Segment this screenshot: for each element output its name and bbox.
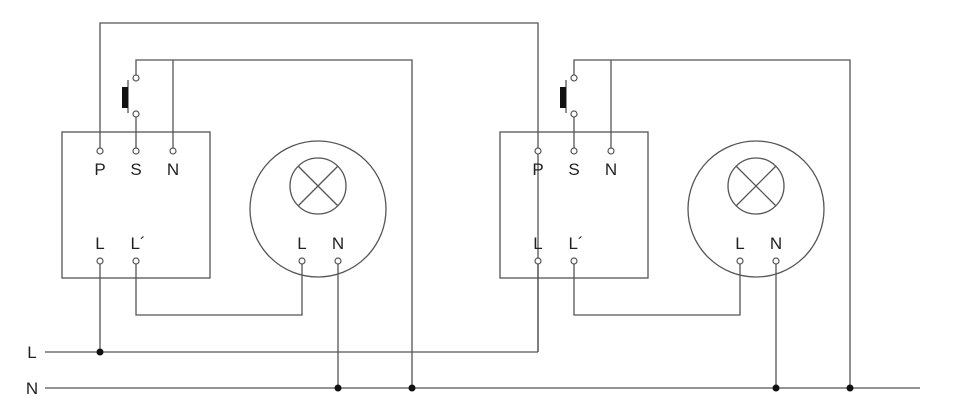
junction-dot [334, 384, 342, 392]
terminal-lout-label: L´ [130, 234, 145, 253]
switch-module-box [499, 131, 649, 279]
terminal [570, 110, 578, 118]
junction-dot [408, 384, 416, 392]
lamp-housing [687, 140, 825, 278]
terminal [534, 147, 542, 155]
push-button-icon [122, 87, 128, 108]
lamp-cross [297, 165, 339, 207]
lout-lamp-wire [573, 261, 741, 316]
terminal [607, 147, 615, 155]
terminal-s-label: S [130, 160, 141, 179]
terminal [772, 257, 780, 265]
terminal [534, 257, 542, 265]
switch-neutral-wire [135, 59, 413, 388]
lamp-icon [289, 157, 347, 215]
lamp-icon [727, 157, 785, 215]
terminal-l-label: L [533, 234, 542, 253]
junction-dot [772, 384, 780, 392]
terminal [96, 147, 104, 155]
terminal [132, 147, 140, 155]
lamp-l-label: L [297, 234, 306, 253]
neutral-rail-label: N [26, 379, 38, 398]
terminal-n-label: N [167, 160, 179, 179]
terminal-lout-label: L´ [568, 234, 583, 253]
terminal [334, 257, 342, 265]
module-1: P S N L L´ L N [61, 59, 416, 392]
lamp-n-label: N [770, 234, 782, 253]
terminal [96, 257, 104, 265]
lamp-cross [735, 165, 777, 207]
terminal [169, 147, 177, 155]
terminal-p-label: P [532, 160, 543, 179]
module-2: P S N L L´ L N [499, 59, 854, 392]
lamp-n-label: N [332, 234, 344, 253]
terminal-l-label: L [95, 234, 104, 253]
p-link-wire [99, 22, 539, 352]
lamp-housing [249, 140, 387, 278]
terminal [570, 74, 578, 82]
line-rail-label: L [27, 343, 36, 362]
terminal-s-label: S [568, 160, 579, 179]
junction-dot [96, 348, 104, 356]
junction-dot [846, 384, 854, 392]
terminal-n-label: N [605, 160, 617, 179]
terminal [570, 147, 578, 155]
terminal [132, 110, 140, 118]
terminal [132, 74, 140, 82]
terminal [570, 257, 578, 265]
terminal-p-label: P [94, 160, 105, 179]
switch-module-box [61, 131, 211, 279]
terminal [736, 257, 744, 265]
switch-neutral-wire [573, 59, 851, 388]
lout-lamp-wire [135, 261, 303, 316]
lamp-l-label: L [735, 234, 744, 253]
terminal [132, 257, 140, 265]
push-button-icon [560, 87, 566, 108]
terminal [298, 257, 306, 265]
